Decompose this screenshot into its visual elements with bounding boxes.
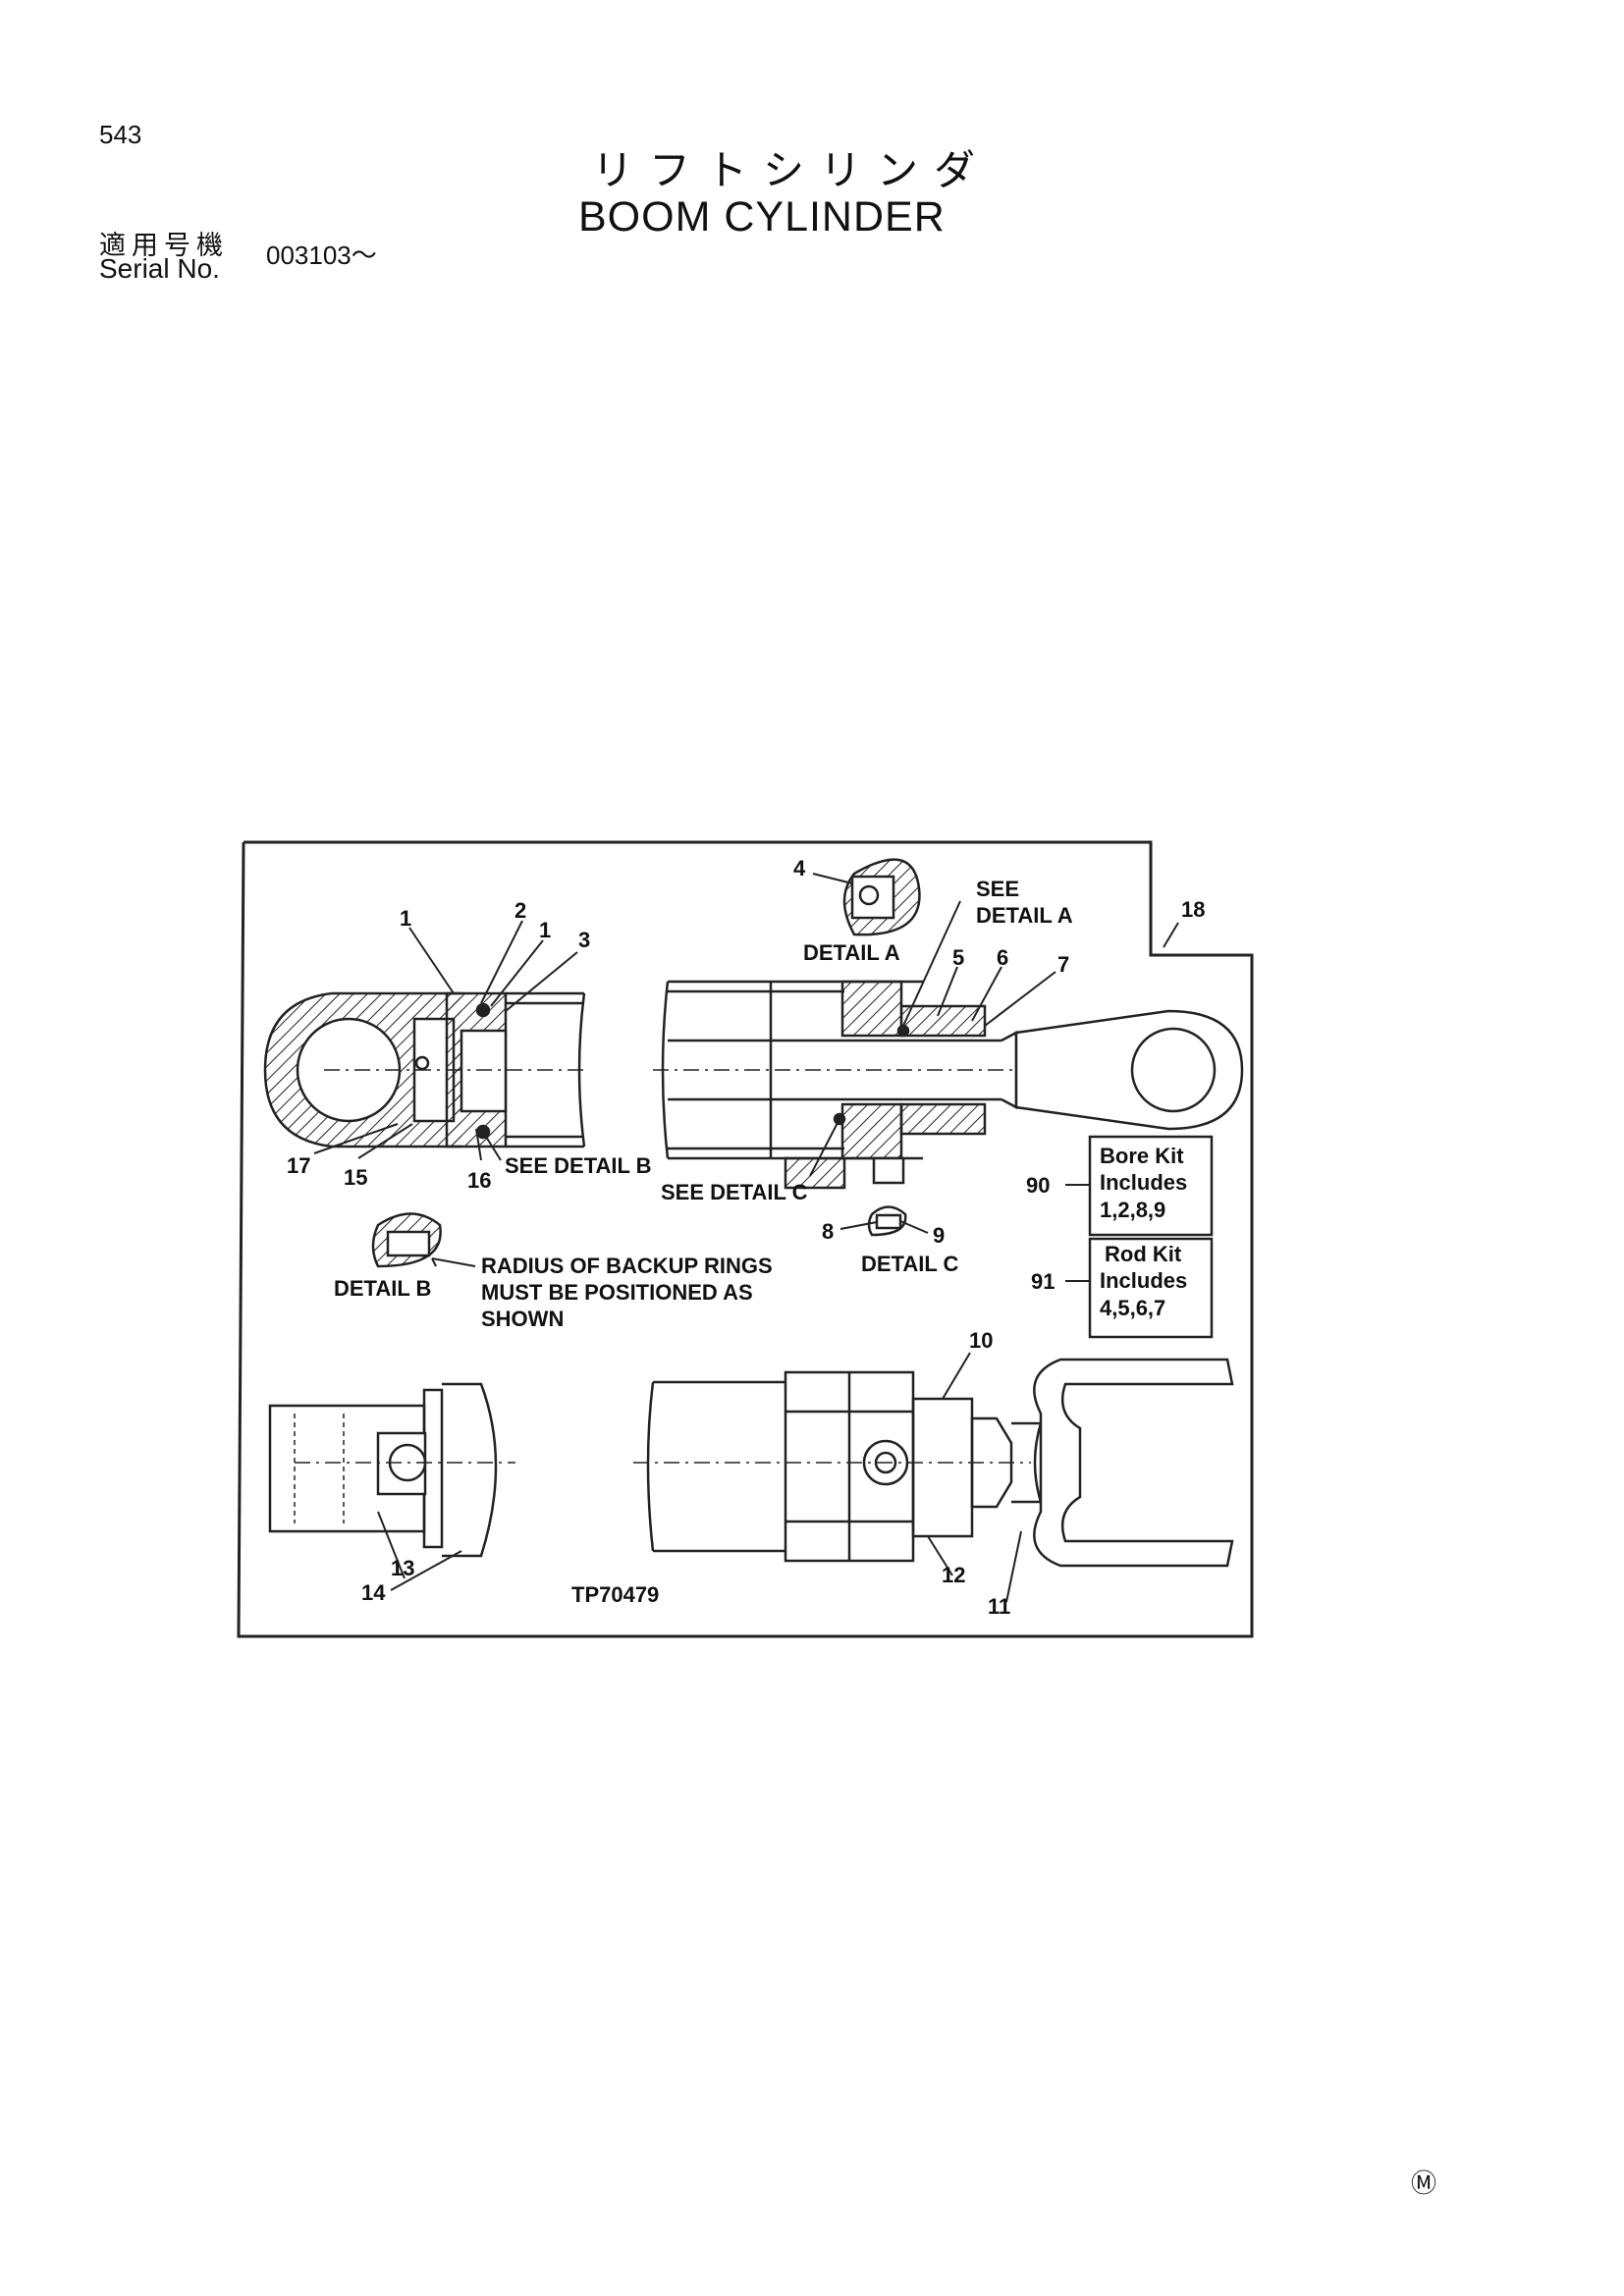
callout-17: 17 xyxy=(287,1153,310,1178)
see-detail-a-line1: SEE xyxy=(976,877,1019,901)
cylinder-head-end xyxy=(263,991,586,1148)
callout-9: 9 xyxy=(933,1223,945,1248)
callout-1-second: 1 xyxy=(539,918,551,942)
bore-kit-box: 90 Bore Kit Includes 1,2,8,9 xyxy=(1026,1135,1214,1237)
page-number: 543 xyxy=(99,120,142,149)
figure-labels: SEE DETAIL A DETAIL A SEE DETAIL B SEE D… xyxy=(334,877,1073,1607)
note-line1: RADIUS OF BACKUP RINGS xyxy=(481,1254,773,1278)
drawing-id: TP70479 xyxy=(571,1582,659,1607)
rod-kit-line2: Includes xyxy=(1100,1268,1187,1293)
detail-c-drawing xyxy=(867,1205,907,1237)
rod-kit-number: 91 xyxy=(1031,1269,1055,1294)
serial-label-japanese: 適用号機 xyxy=(99,231,229,261)
note-line3: SHOWN xyxy=(481,1307,564,1331)
callout-15: 15 xyxy=(344,1165,367,1190)
detail-b-drawing xyxy=(371,1212,442,1268)
detail-a-drawing xyxy=(842,858,921,936)
leader-lines xyxy=(313,873,1179,1603)
detail-b-label: DETAIL B xyxy=(334,1276,431,1301)
note-line2: MUST BE POSITIONED AS xyxy=(481,1280,753,1305)
callout-13: 13 xyxy=(391,1556,414,1580)
callout-7: 7 xyxy=(1057,952,1069,977)
callout-1: 1 xyxy=(400,906,411,931)
bore-kit-line1: Bore Kit xyxy=(1100,1144,1184,1168)
m-mark-symbol: Ⓜ xyxy=(1411,2169,1437,2199)
bore-kit-line2: Includes xyxy=(1100,1170,1187,1195)
callout-11: 11 xyxy=(988,1594,1010,1619)
callout-3: 3 xyxy=(578,928,590,952)
callout-6: 6 xyxy=(997,945,1008,970)
see-detail-c-label: SEE DETAIL C xyxy=(661,1180,808,1204)
callout-18: 18 xyxy=(1181,897,1205,922)
bore-kit-number: 90 xyxy=(1026,1173,1050,1198)
bore-kit-line3: 1,2,8,9 xyxy=(1100,1198,1165,1222)
callout-16: 16 xyxy=(467,1168,491,1193)
rod-kit-box: 91 Rod Kit Includes 4,5,6,7 xyxy=(1031,1237,1214,1339)
figure-frame xyxy=(237,840,1254,1638)
serial-label-english: Serial No. xyxy=(99,253,220,284)
detail-c-label: DETAIL C xyxy=(861,1252,959,1276)
see-detail-b-label: SEE DETAIL B xyxy=(505,1153,652,1178)
callout-4: 4 xyxy=(793,856,806,881)
callout-5: 5 xyxy=(952,945,964,970)
callout-14: 14 xyxy=(361,1580,386,1605)
callout-numbers: 1 2 1 3 4 5 6 7 8 9 10 11 12 13 14 15 16… xyxy=(287,856,1205,1619)
serial-number-value: 003103～ xyxy=(266,240,377,270)
detail-a-label: DETAIL A xyxy=(803,940,900,965)
see-detail-a-line2: DETAIL A xyxy=(976,903,1073,928)
callout-8: 8 xyxy=(822,1219,834,1244)
callout-10: 10 xyxy=(969,1328,993,1353)
callout-2: 2 xyxy=(514,898,526,923)
rod-kit-line3: 4,5,6,7 xyxy=(1100,1296,1165,1320)
lower-cylinder-view xyxy=(268,1358,1234,1568)
title-japanese: リフトシリンダ xyxy=(592,146,992,194)
rod-kit-line1: Rod Kit xyxy=(1105,1242,1182,1266)
callout-12: 12 xyxy=(942,1563,965,1587)
cylinder-rod-end xyxy=(653,980,1244,1190)
title-english: BOOM CYLINDER xyxy=(578,193,946,240)
